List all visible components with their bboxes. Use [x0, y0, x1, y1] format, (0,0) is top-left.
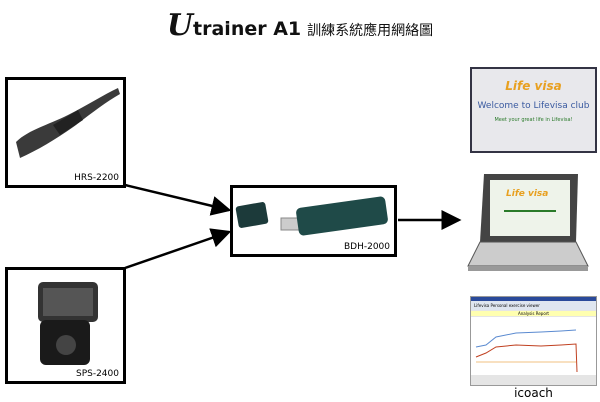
lifevisa-screen: Life visa Welcome to Lifevisa club Meet …	[470, 67, 597, 153]
laptop-image: Life visa	[467, 174, 589, 271]
device-label: BDH-2000	[343, 242, 390, 252]
icoach-window-title: Lifevisa Personal exercise viewer	[471, 301, 596, 310]
device-sps-2400: SPS-2400	[5, 267, 126, 384]
speed-sensor-image	[38, 282, 98, 365]
laptop-screen-logo: Life visa	[506, 189, 548, 199]
tagline: Meet your great life in Lifevisa!	[494, 117, 573, 123]
icoach-chart	[471, 317, 596, 375]
icoach-report-title: Analysis Report	[471, 311, 596, 316]
arrow-hrs-to-bdh	[124, 183, 232, 216]
heart-rate-strap-image	[16, 88, 120, 158]
device-label: HRS-2200	[74, 173, 119, 183]
welcome-text: Welcome to Lifevisa club	[477, 101, 590, 111]
title-main: trainer A1	[193, 18, 302, 40]
icoach-screenshot: Lifevisa Personal exercise viewer Analys…	[470, 296, 597, 386]
device-label: SPS-2400	[75, 369, 119, 379]
device-bdh-2000: BDH-2000	[230, 185, 397, 257]
icoach-label: icoach	[514, 386, 553, 400]
device-hrs-2200: HRS-2200	[5, 77, 126, 188]
title-letter: U	[166, 8, 194, 43]
page-title: Utrainer A1 訓練系統應用網絡圖	[0, 8, 600, 43]
lifevisa-logo: Life visa	[505, 79, 562, 93]
title-chinese: 訓練系統應用網絡圖	[307, 23, 434, 39]
usb-dongle-image	[235, 196, 388, 236]
arrow-sps-to-bdh	[124, 228, 232, 270]
